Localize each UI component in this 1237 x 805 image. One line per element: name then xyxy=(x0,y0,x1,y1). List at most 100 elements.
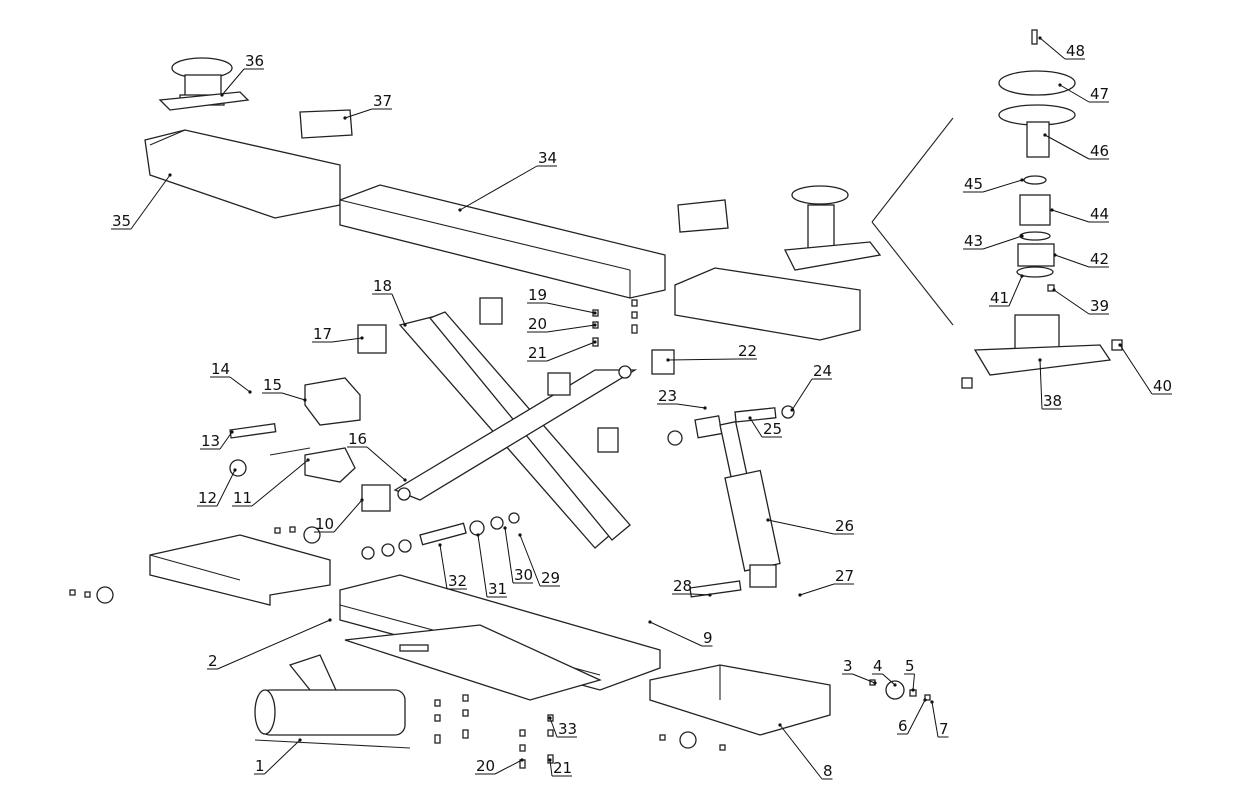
leader-arrowhead xyxy=(593,311,597,315)
part-number: 21 xyxy=(528,344,547,362)
scissor-arms xyxy=(393,311,638,549)
leader-line xyxy=(1008,275,1023,307)
part-number: 16 xyxy=(348,430,367,448)
part-label-13: 13 xyxy=(200,430,234,450)
scissor-arm-16 xyxy=(393,369,638,501)
bracket-11 xyxy=(304,447,356,483)
leader-arrowhead xyxy=(220,93,224,97)
leader-arrowhead xyxy=(520,758,524,762)
leader-arrowhead xyxy=(708,593,712,597)
leader-arrowhead xyxy=(476,533,480,537)
part-number: 39 xyxy=(1090,297,1109,315)
leader-arrowhead xyxy=(1118,343,1122,347)
leader-arrowhead xyxy=(403,478,407,482)
leader-line xyxy=(982,235,1023,250)
leader-line xyxy=(251,459,309,507)
part-label-42: 42 xyxy=(1053,250,1109,268)
part-label-6: 6 xyxy=(897,698,927,735)
part-number: 15 xyxy=(263,376,282,394)
leader-arrowhead xyxy=(1053,253,1057,257)
part-number: 17 xyxy=(313,325,332,343)
lift-pad-assembly xyxy=(783,185,882,271)
arm-end-35 xyxy=(144,129,341,219)
pin-28 xyxy=(689,580,742,598)
part-label-3: 3 xyxy=(842,657,877,685)
part-label-12: 12 xyxy=(197,468,237,507)
side-frame-8 xyxy=(649,664,831,736)
part-number: 5 xyxy=(905,657,915,675)
part-label-35: 35 xyxy=(111,173,172,230)
part-number: 26 xyxy=(835,517,854,535)
part-number: 35 xyxy=(112,212,131,230)
leader-arrowhead xyxy=(1052,288,1056,292)
leader-line xyxy=(229,376,251,393)
leader-line xyxy=(546,341,596,362)
leader-line xyxy=(852,673,876,684)
leader-line xyxy=(649,621,703,647)
part-number: 12 xyxy=(198,489,217,507)
block-10 xyxy=(361,484,391,512)
leader-line xyxy=(691,593,711,596)
part-number: 21 xyxy=(553,759,572,777)
leader-arrowhead xyxy=(503,526,507,530)
part-label-11: 11 xyxy=(232,458,310,507)
part-label-14: 14 xyxy=(210,360,252,394)
part-number: 14 xyxy=(211,360,230,378)
leader-line xyxy=(221,68,245,96)
part-label-2: 2 xyxy=(207,618,332,670)
arm-end xyxy=(674,267,861,341)
leader-arrowhead xyxy=(403,323,407,327)
part-label-40: 40 xyxy=(1118,343,1172,395)
leader-line xyxy=(344,108,373,119)
leader-arrowhead xyxy=(923,698,927,702)
leader-arrowhead xyxy=(748,416,752,420)
block xyxy=(479,297,503,325)
leader-line xyxy=(439,544,448,590)
leader-line xyxy=(1039,37,1066,60)
part-number: 20 xyxy=(476,757,495,775)
part-number: 1 xyxy=(255,757,265,775)
part-label-19: 19 xyxy=(527,286,597,315)
parts-drawing xyxy=(69,29,1123,769)
leader-line xyxy=(217,619,331,670)
leader-line xyxy=(982,179,1023,193)
leader-line xyxy=(1054,254,1090,268)
leader-line xyxy=(549,759,553,777)
part-label-18: 18 xyxy=(372,277,407,327)
leader-line xyxy=(281,392,306,401)
leader-arrowhead xyxy=(548,716,552,720)
leader-line xyxy=(931,701,939,738)
leader-arrowhead xyxy=(766,518,770,522)
part-number: 13 xyxy=(201,432,220,450)
part-label-33: 33 xyxy=(548,716,577,738)
leader-line xyxy=(216,469,236,507)
leader-arrowhead xyxy=(593,340,597,344)
part-number: 46 xyxy=(1090,142,1109,160)
leader-arrowhead xyxy=(1058,83,1062,87)
leader-line xyxy=(366,446,406,481)
leader-line xyxy=(1039,359,1043,410)
part-number: 40 xyxy=(1153,377,1172,395)
part-label-38: 38 xyxy=(1038,358,1062,410)
part-number: 10 xyxy=(315,515,334,533)
part-label-30: 30 xyxy=(503,526,533,584)
block xyxy=(597,427,619,453)
part-number: 43 xyxy=(964,232,983,250)
leader-line xyxy=(219,431,233,450)
leader-line xyxy=(546,324,596,333)
leader-arrowhead xyxy=(248,390,252,394)
part-label-20: 20 xyxy=(475,757,524,775)
leader-arrowhead xyxy=(360,336,364,340)
leader-arrowhead xyxy=(1038,358,1042,362)
leader-arrowhead xyxy=(548,758,552,762)
part-label-45: 45 xyxy=(963,175,1024,193)
leader-arrowhead xyxy=(230,430,234,434)
part-label-41: 41 xyxy=(989,274,1024,307)
leader-arrowhead xyxy=(518,533,522,537)
leader-arrowhead xyxy=(1020,178,1024,182)
rubber-block xyxy=(677,199,729,233)
part-number: 3 xyxy=(843,657,853,675)
lift-pad-assembly-36 xyxy=(158,57,250,111)
leader-arrowhead xyxy=(790,408,794,412)
